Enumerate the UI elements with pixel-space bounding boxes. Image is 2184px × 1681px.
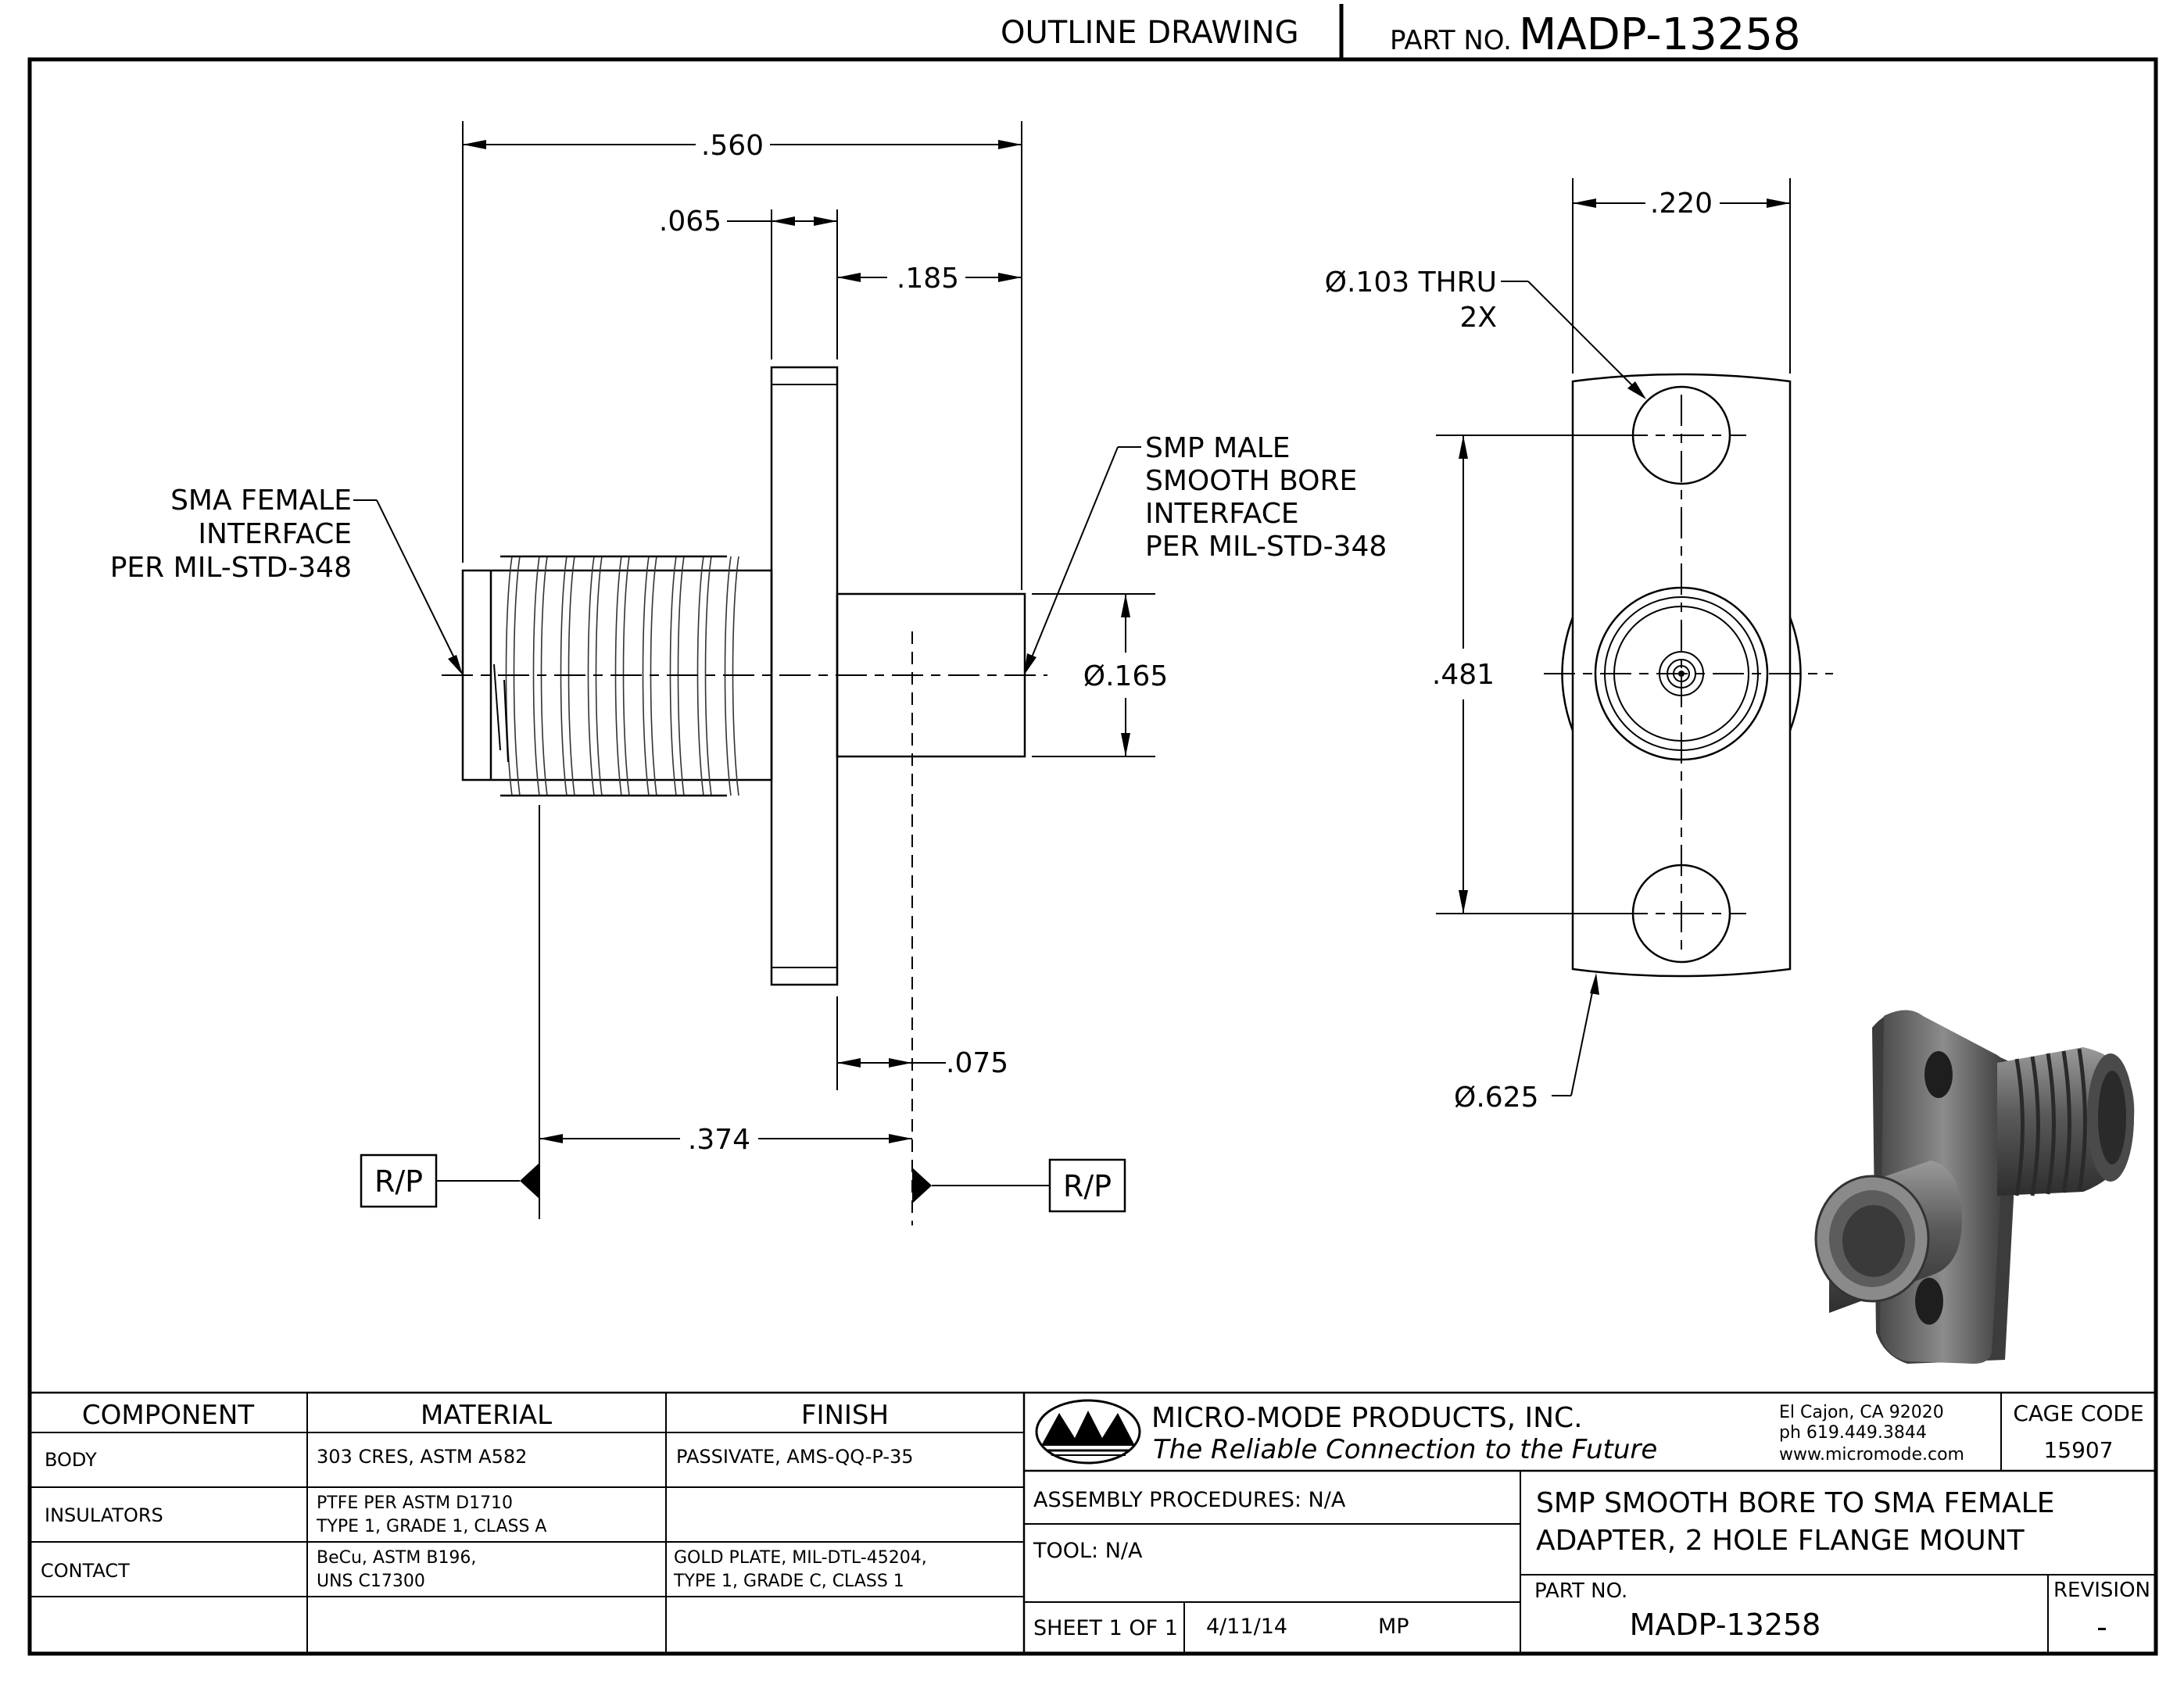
address-line-1: El Cajon, CA 92020 bbox=[1779, 1403, 1944, 1422]
drawn-by: MP bbox=[1378, 1615, 1409, 1639]
bom-row-contact-finish-2: TYPE 1, GRADE C, CLASS 1 bbox=[673, 1572, 904, 1591]
description-line-1: SMP SMOOTH BORE TO SMA FEMALE bbox=[1536, 1487, 2054, 1519]
ref-triangle-right bbox=[912, 1168, 932, 1204]
dim-smp-diameter: Ø.165 bbox=[1083, 660, 1169, 692]
sma-callout-line-1: SMA FEMALE bbox=[170, 485, 352, 517]
bom-row-contact-material-2: UNS C17300 bbox=[317, 1572, 425, 1591]
dim-flange-thickness: .065 bbox=[659, 206, 721, 238]
description-line-2: ADAPTER, 2 HOLE FLANGE MOUNT bbox=[1536, 1525, 2025, 1557]
header-part-number: MADP-13258 bbox=[1519, 9, 1801, 60]
header-part-label: PART NO. bbox=[1390, 25, 1512, 56]
ref-plane-right: R/P bbox=[1063, 1169, 1112, 1204]
dim-smp-length: .185 bbox=[897, 263, 959, 295]
sheet-border bbox=[27, 57, 2158, 1656]
drawing-date: 4/11/14 bbox=[1206, 1615, 1287, 1639]
dim-flange-width: .220 bbox=[1650, 188, 1713, 220]
product-illustration bbox=[1814, 1010, 2135, 1364]
front-view: .220 Ø.103 THRU 2X .481 Ø.625 bbox=[1325, 178, 1833, 1114]
revision-label: REVISION bbox=[2053, 1579, 2150, 1602]
dim-flange-diameter: Ø.625 bbox=[1454, 1082, 1539, 1114]
dim-ref-distance: .374 bbox=[688, 1124, 750, 1156]
company-tagline: The Reliable Connection to the Future bbox=[1153, 1434, 1657, 1465]
ref-plane-left: R/P bbox=[374, 1164, 423, 1199]
bom-header-material: MATERIAL bbox=[421, 1400, 552, 1431]
part-number: MADP-13258 bbox=[1630, 1608, 1821, 1642]
bom-row-body-finish: PASSIVATE, AMS-QQ-P-35 bbox=[676, 1446, 914, 1468]
smp-callout-line-4: PER MIL-STD-348 bbox=[1145, 531, 1387, 563]
bom-row-contact-finish-1: GOLD PLATE, MIL-DTL-45204, bbox=[674, 1548, 927, 1568]
bom-header-component: COMPONENT bbox=[82, 1400, 254, 1431]
part-no-label: PART NO. bbox=[1534, 1579, 1627, 1603]
company-logo-icon bbox=[1035, 1399, 1141, 1465]
cage-code: 15907 bbox=[2043, 1437, 2113, 1463]
sma-callout-line-2: INTERFACE bbox=[198, 518, 352, 550]
bom-row-contact-component: CONTACT bbox=[41, 1560, 130, 1582]
bom-row-body-material: 303 CRES, ASTM A582 bbox=[317, 1446, 527, 1468]
thread-crests bbox=[500, 555, 739, 797]
ref-triangle-left bbox=[520, 1163, 539, 1199]
bom-table: COMPONENT MATERIAL FINISH BODY 303 CRES,… bbox=[30, 1391, 1024, 1654]
bom-row-contact-material-1: BeCu, ASTM B196, bbox=[317, 1548, 476, 1568]
sheet-number: SHEET 1 OF 1 bbox=[1033, 1616, 1178, 1640]
dim-hole-diameter: Ø.103 THRU bbox=[1325, 266, 1497, 299]
flange-front bbox=[1571, 373, 1792, 978]
revision: - bbox=[2096, 1610, 2107, 1644]
bom-row-insulators-material-1: PTFE PER ASTM D1710 bbox=[317, 1493, 513, 1513]
bom-row-insulators-material-2: TYPE 1, GRADE 1, CLASS A bbox=[316, 1517, 546, 1536]
address-line-3: www.micromode.com bbox=[1779, 1445, 1964, 1465]
smp-callout-line-2: SMOOTH BORE bbox=[1145, 465, 1357, 497]
title-block: MICRO-MODE PRODUCTS, INC. The Reliable C… bbox=[1022, 1391, 2156, 1654]
side-view: .560 .065 .185 Ø.165 .075 .374 R/P bbox=[110, 121, 1387, 1225]
dim-hole-count: 2X bbox=[1459, 302, 1497, 334]
dim-overall-length: .560 bbox=[701, 130, 764, 162]
smp-callout-line-3: INTERFACE bbox=[1145, 498, 1299, 530]
outline-drawing-label: OUTLINE DRAWING bbox=[1001, 15, 1299, 51]
assembly-procedures: ASSEMBLY PROCEDURES: N/A bbox=[1033, 1488, 1346, 1512]
bom-row-insulators-component: INSULATORS bbox=[45, 1504, 163, 1526]
dim-ref-offset: .075 bbox=[946, 1047, 1008, 1079]
address-line-2: ph 619.449.3844 bbox=[1779, 1423, 1927, 1443]
cage-code-label: CAGE CODE bbox=[2013, 1400, 2143, 1426]
sma-callout-line-3: PER MIL-STD-348 bbox=[110, 552, 352, 584]
bom-header-finish: FINISH bbox=[801, 1400, 889, 1431]
company-name: MICRO-MODE PRODUCTS, INC. bbox=[1151, 1402, 1583, 1434]
smp-callout-line-1: SMP MALE bbox=[1145, 432, 1291, 464]
tool: TOOL: N/A bbox=[1033, 1539, 1143, 1563]
dim-hole-spacing: .481 bbox=[1432, 659, 1495, 691]
bom-row-body-component: BODY bbox=[45, 1449, 97, 1471]
